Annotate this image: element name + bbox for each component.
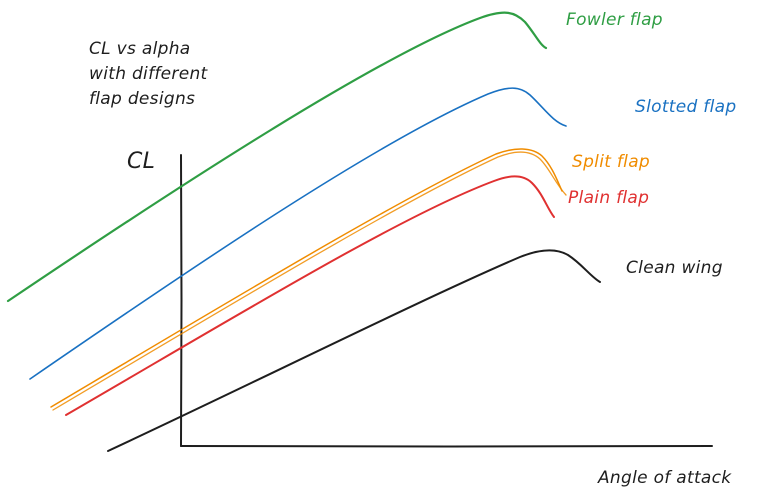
clean-wing-label: Clean wing	[626, 258, 723, 278]
plain-flap-label: Plain flap	[568, 188, 649, 208]
fowler-flap-label: Fowler flap	[566, 10, 663, 30]
slotted-flap-label: Slotted flap	[635, 97, 736, 117]
diagram-title-line-2: with different	[89, 64, 209, 84]
clean-wing-curve	[107, 249, 601, 452]
diagram-title-line-3: flap designs	[89, 89, 195, 109]
y-axis	[180, 154, 183, 447]
slotted-flap-curve	[29, 87, 567, 380]
diagram-title-line-1: CL vs alpha	[89, 39, 191, 59]
fowler-flap-curve	[6, 11, 548, 303]
split-flap-label: Split flap	[572, 152, 650, 172]
plain-flap-curve	[65, 175, 555, 416]
x-axis-label: Angle of attack	[597, 468, 732, 488]
split-flap-curve	[50, 148, 563, 408]
y-axis-label: CL	[127, 149, 155, 174]
x-axis	[180, 445, 713, 448]
split-flap-curve-outline	[52, 151, 567, 411]
